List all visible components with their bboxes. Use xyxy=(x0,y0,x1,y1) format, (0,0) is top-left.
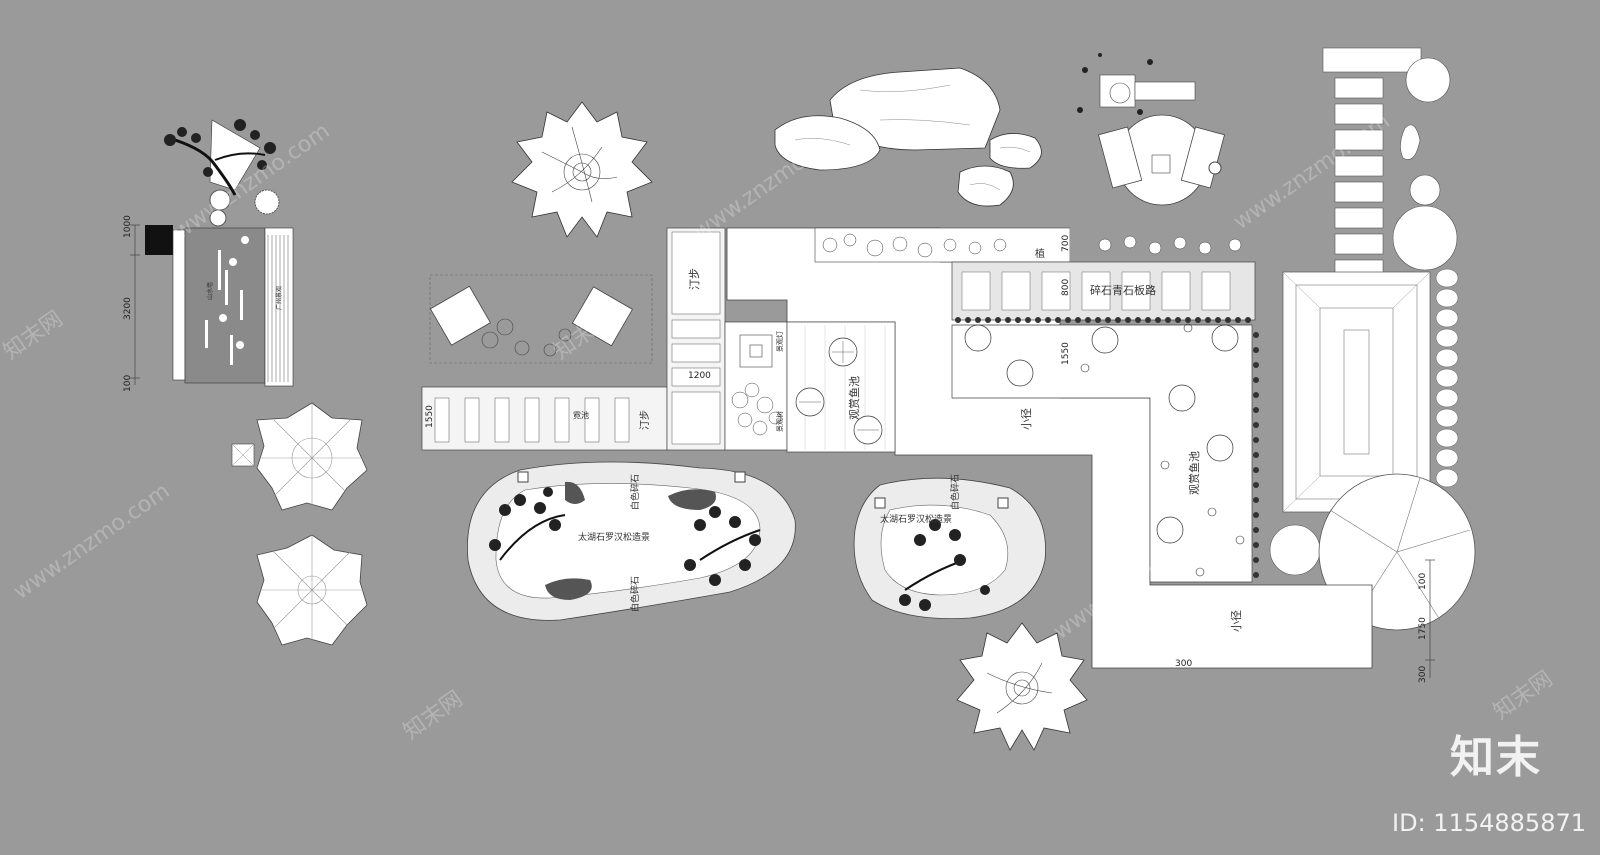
label-yunlang: 霓池 xyxy=(573,410,589,420)
planter-box-icon xyxy=(231,443,255,467)
dim-700: 700 xyxy=(1061,235,1071,252)
label-fish-pond-1: 观赏鱼池 xyxy=(847,376,861,420)
label-tree: 景观树 xyxy=(775,411,784,432)
label-gravel-3: 白色碎石 xyxy=(949,474,961,510)
dim-3200: 3200 xyxy=(123,297,133,320)
dim-1550b: 1550 xyxy=(1061,342,1071,365)
lounge-chair-set-icon xyxy=(1077,53,1225,206)
tree-canopy-icon xyxy=(511,101,653,238)
label-tingbu-1: 汀步 xyxy=(688,268,701,290)
watermark-cn: 知末网 xyxy=(0,307,68,365)
label-xiaojing-1: 小径 xyxy=(1020,408,1033,430)
rock-garden-large: 白色碎石 白色碎石 太湖石罗汉松造景 xyxy=(467,461,796,621)
dim-1550a: 1550 xyxy=(425,405,435,428)
boulder-rocks-icon xyxy=(774,67,1042,207)
dim-800: 800 xyxy=(1061,279,1071,296)
brand-id: ID: 1154885871 xyxy=(1392,809,1586,837)
label-stone-path: 碎石青石板路 xyxy=(1090,283,1156,297)
label-xiaojing-2: 小径 xyxy=(1230,610,1243,632)
main-garden-plan: 霓池 汀步 1550 汀步 1200 景观灯 景观树 小径 小径 xyxy=(421,227,1373,669)
dim-300: 300 xyxy=(1175,659,1192,669)
label-tingbu-2: 汀步 xyxy=(639,410,651,430)
feature-wall-plan: 1000 3200 100 山水墙 广州景观 xyxy=(123,215,294,392)
label-gravel-2: 白色碎石 xyxy=(629,576,641,612)
stepping-stones-icon xyxy=(1322,47,1458,279)
label-taihu-2: 太湖石罗汉松造景 xyxy=(880,513,952,525)
dim-100b: 100 xyxy=(1418,573,1428,590)
dim-300b: 300 xyxy=(1418,666,1428,683)
label-taihu-1: 太湖石罗汉松造景 xyxy=(578,531,650,543)
wall-label-1: 山水墙 xyxy=(206,282,214,300)
bonsai-tree-icon xyxy=(164,119,280,227)
label-lawn: 植 xyxy=(1035,247,1045,260)
label-fish-pond-2: 观赏鱼池 xyxy=(1187,451,1201,495)
watermark-cn: 知末网 xyxy=(399,687,467,745)
dim-1000: 1000 xyxy=(123,215,133,238)
dim-1750: 1750 xyxy=(1418,617,1428,640)
rock-garden-small: 白色碎石 太湖石罗汉松造景 xyxy=(853,474,1046,619)
label-lamp: 景观灯 xyxy=(775,331,784,352)
brand-logo: 知末 xyxy=(1450,732,1542,783)
watermark-url: www.znzmo.com xyxy=(689,119,854,245)
dim-1200: 1200 xyxy=(688,371,711,381)
watermark-cn: 知末网 xyxy=(1489,667,1557,725)
label-gravel-1: 白色碎石 xyxy=(629,474,641,510)
tree-canopy-icon xyxy=(956,622,1088,751)
wall-label-2: 广州景观 xyxy=(275,286,283,310)
umbrella-table-icon xyxy=(256,402,368,511)
dim-100: 100 xyxy=(123,375,133,392)
umbrella-table-icon xyxy=(256,534,368,646)
watermark-url: www.znzmo.com xyxy=(9,479,174,605)
